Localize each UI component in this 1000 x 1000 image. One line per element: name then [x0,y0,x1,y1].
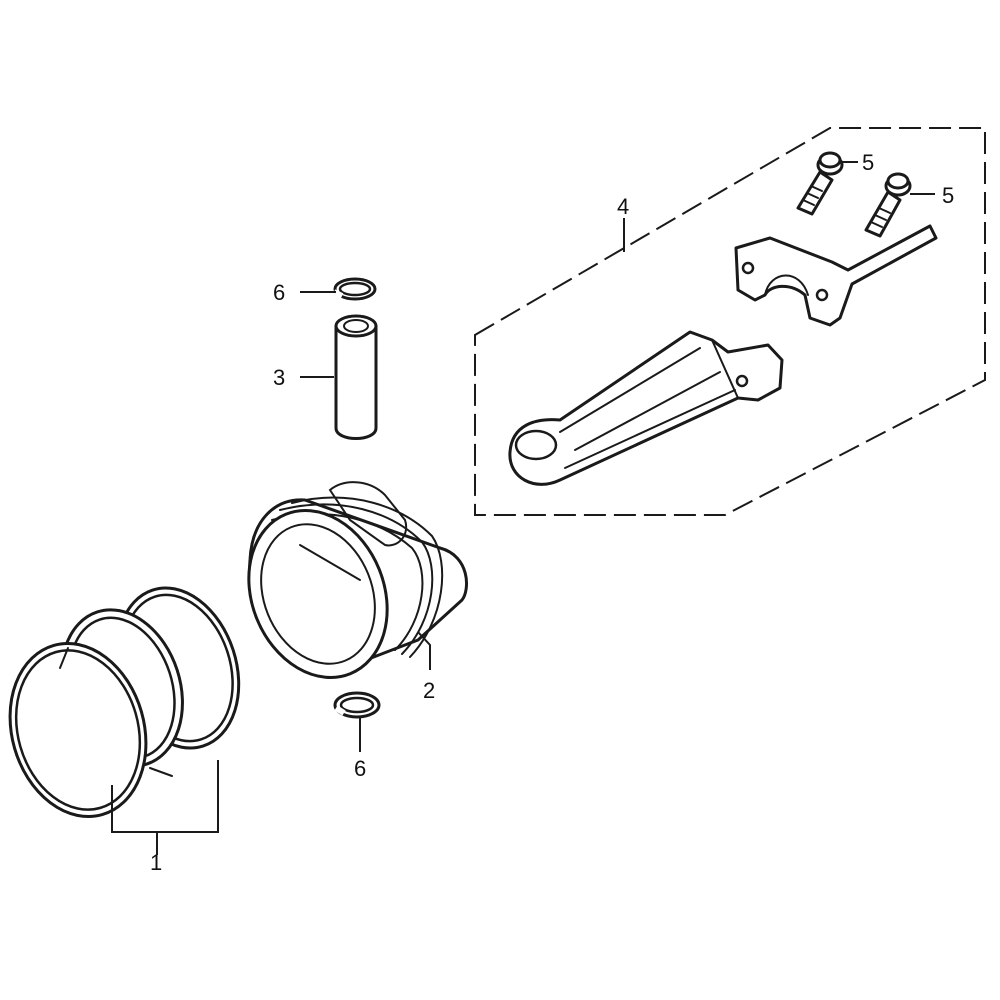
callout-rod-bolt-left: 5 [862,150,874,175]
connecting-rod [508,330,784,486]
callout-pin-clip-top: 6 [273,280,285,305]
piston-crown [247,509,389,679]
ring-front [8,641,173,819]
callout-rod-bolt-right: 5 [942,183,954,208]
leader-piston [417,631,431,670]
piston-pin [334,314,378,440]
pin-clip-top [332,277,377,301]
piston-ring-groove [279,503,434,655]
callout-pin-clip-bottom: 6 [354,756,366,781]
pin-clip-bottom [333,691,381,719]
connecting-rod-kit-boundary [474,127,986,516]
callout-piston: 2 [423,678,435,703]
rod-small-end [514,429,558,461]
rod-bolt-right [864,172,912,238]
callout-piston-rings: 1 [150,850,162,875]
piston-boss [328,481,408,547]
piston [247,481,469,679]
rod-cap [734,224,938,327]
rod-bolt-left [796,151,844,216]
rod-oil-hole [735,374,749,388]
rod-beam [508,330,784,486]
callout-piston-pin: 3 [273,365,285,390]
piston-ring-groove [291,496,444,658]
leader-rings [111,760,219,855]
piston-rings [8,586,241,819]
callout-connecting-rod-set: 4 [617,194,629,219]
